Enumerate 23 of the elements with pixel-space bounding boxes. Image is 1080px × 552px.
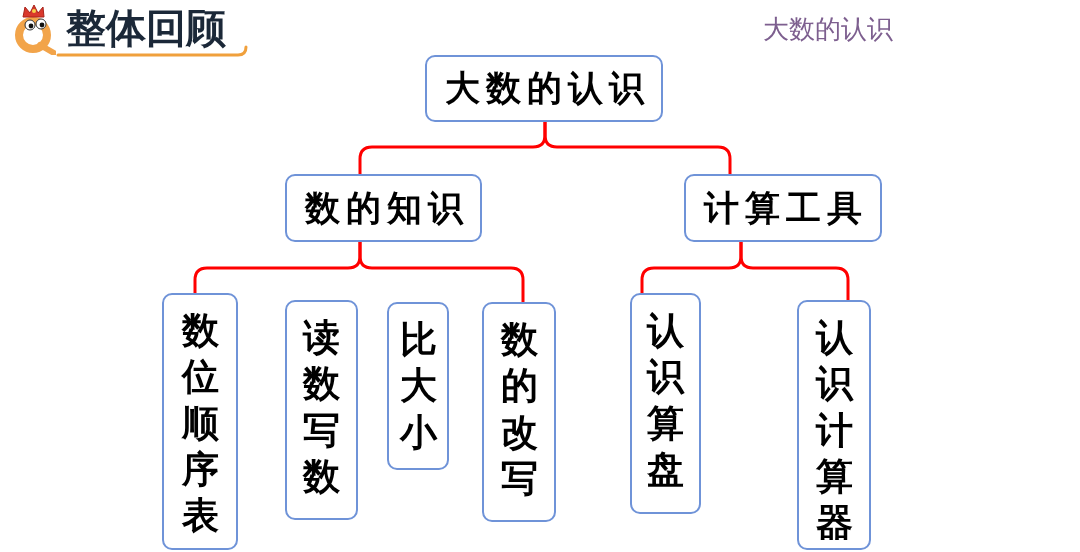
topic-box: [162, 293, 238, 550]
topic-box: [387, 302, 449, 470]
bracket-connector: [739, 242, 850, 300]
topic-text: 读数写数: [303, 314, 340, 499]
bracket-connector: [543, 122, 732, 174]
page-heading: 整体回顾: [66, 7, 226, 49]
topic-box: [797, 300, 871, 550]
topic-box: [285, 300, 358, 520]
topic-box: [425, 55, 663, 122]
topic-box: [482, 302, 556, 522]
bracket-connector: [358, 242, 525, 302]
topic-box: [684, 174, 882, 242]
topic-text: 比大小: [399, 316, 437, 455]
topic-text: 大数的认识: [443, 66, 650, 110]
topic-label: 大数的认识: [763, 13, 893, 45]
topic-text: 认识算盘: [647, 307, 684, 492]
topic-text: 计算工具: [702, 185, 868, 230]
topic-text: 认识计算器: [815, 314, 853, 546]
topic-text: 数的改写: [500, 316, 538, 501]
topic-box: [285, 174, 482, 242]
topic-text: 数的知识: [303, 185, 469, 230]
topic-box: [630, 293, 701, 514]
topic-text: 数位顺序表: [181, 307, 219, 539]
